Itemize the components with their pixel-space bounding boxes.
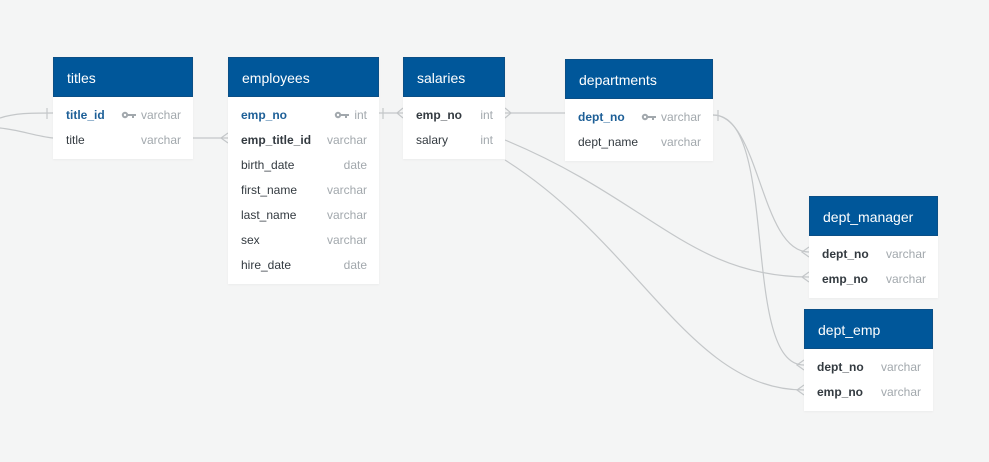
column-last-name[interactable]: last_name varchar [228, 203, 379, 228]
connector-offscreen-titles-1 [0, 112, 54, 119]
column-name: emp_no [817, 385, 864, 399]
column-type: varchar [326, 133, 367, 147]
column-type: int [480, 108, 493, 122]
column-name: title [66, 133, 85, 147]
column-type: varchar [140, 133, 181, 147]
table-header-employees[interactable]: employees [228, 57, 379, 97]
table-columns: dept_no varchar emp_no varchar [804, 349, 933, 411]
table-columns: title_id varchar title varchar [53, 97, 193, 159]
column-title-id[interactable]: title_id varchar [53, 103, 193, 128]
column-sex[interactable]: sex varchar [228, 228, 379, 253]
table-titles[interactable]: titles title_id varchar title varchar [53, 57, 193, 159]
table-departments[interactable]: departments dept_no varchar dept_name va… [565, 59, 713, 161]
column-dept-name[interactable]: dept_name varchar [565, 130, 713, 155]
table-employees[interactable]: employees emp_no int emp_title_id varcha… [228, 57, 379, 284]
table-header-salaries[interactable]: salaries [403, 57, 505, 97]
column-salary[interactable]: salary int [403, 128, 505, 153]
column-name: emp_no [416, 108, 463, 122]
column-type: varchar [660, 135, 701, 149]
column-name: dept_name [578, 135, 639, 149]
column-type: varchar [885, 247, 926, 261]
table-header-titles[interactable]: titles [53, 57, 193, 97]
column-name: hire_date [241, 258, 292, 272]
connector-offscreen-titles-2 [0, 127, 54, 139]
table-columns: emp_no int emp_title_id varchar birth_da… [228, 97, 379, 284]
column-name: salary [416, 133, 449, 147]
column-type: varchar [641, 105, 701, 130]
column-name: emp_no [241, 108, 288, 122]
column-type: date [343, 258, 367, 272]
connector-departments-dept-emp [712, 114, 805, 366]
column-emp-title-id[interactable]: emp_title_id varchar [228, 128, 379, 153]
table-columns: emp_no int salary int [403, 97, 505, 159]
column-name: title_id [66, 108, 105, 122]
column-name: emp_title_id [241, 133, 312, 147]
column-type: int [334, 103, 367, 128]
key-icon [641, 113, 656, 121]
column-dept-no[interactable]: dept_no varchar [809, 242, 938, 267]
column-type: date [343, 158, 367, 172]
column-type: varchar [121, 103, 181, 128]
column-emp-no[interactable]: emp_no varchar [809, 267, 938, 292]
column-name: first_name [241, 183, 298, 197]
column-name: last_name [241, 208, 297, 222]
column-dept-no[interactable]: dept_no varchar [565, 105, 713, 130]
column-emp-no[interactable]: emp_no int [228, 103, 379, 128]
column-type: varchar [326, 183, 367, 197]
connector-salaries-dept-emp [504, 159, 805, 391]
connector-departments-dept-manager [712, 114, 810, 253]
key-icon [121, 111, 136, 119]
column-title[interactable]: title varchar [53, 128, 193, 153]
table-dept-manager[interactable]: dept_manager dept_no varchar emp_no varc… [809, 196, 938, 298]
column-name: dept_no [817, 360, 864, 374]
table-dept-emp[interactable]: dept_emp dept_no varchar emp_no varchar [804, 309, 933, 411]
column-type: varchar [326, 233, 367, 247]
column-name: dept_no [822, 247, 869, 261]
column-type: varchar [880, 360, 921, 374]
table-header-dept-manager[interactable]: dept_manager [809, 196, 938, 236]
column-birth-date[interactable]: birth_date date [228, 153, 379, 178]
table-salaries[interactable]: salaries emp_no int salary int [403, 57, 505, 159]
column-emp-no[interactable]: emp_no int [403, 103, 505, 128]
table-header-departments[interactable]: departments [565, 59, 713, 99]
column-name: sex [241, 233, 260, 247]
column-type: varchar [885, 272, 926, 286]
column-name: birth_date [241, 158, 295, 172]
key-icon [335, 111, 350, 119]
column-name: emp_no [822, 272, 869, 286]
column-emp-no[interactable]: emp_no varchar [804, 380, 933, 405]
table-columns: dept_no varchar emp_no varchar [809, 236, 938, 298]
column-type: varchar [326, 208, 367, 222]
column-name: dept_no [578, 110, 625, 124]
table-columns: dept_no varchar dept_name varchar [565, 99, 713, 161]
column-first-name[interactable]: first_name varchar [228, 178, 379, 203]
column-hire-date[interactable]: hire_date date [228, 253, 379, 278]
column-dept-no[interactable]: dept_no varchar [804, 355, 933, 380]
column-type: int [480, 133, 493, 147]
column-type: varchar [880, 385, 921, 399]
table-header-dept-emp[interactable]: dept_emp [804, 309, 933, 349]
